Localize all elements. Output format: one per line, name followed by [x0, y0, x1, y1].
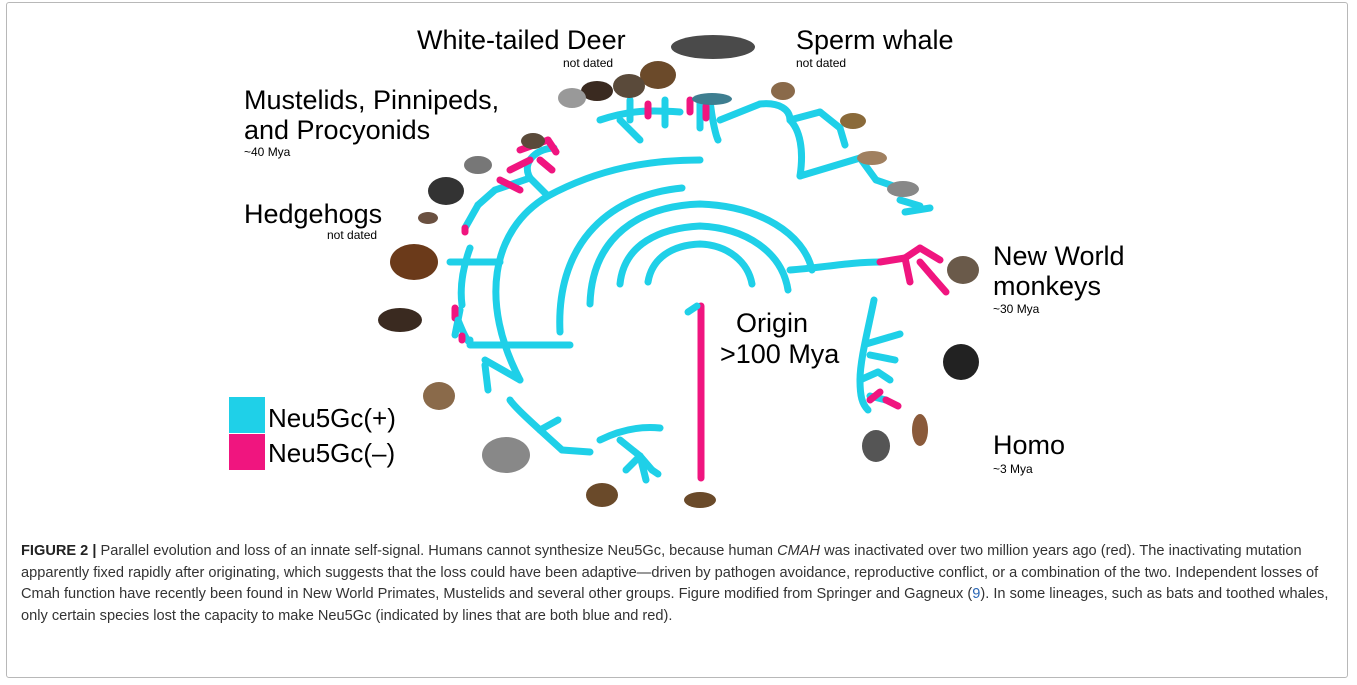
- neu5gc-negative-branch-57: [880, 258, 905, 262]
- platypus-icon: [684, 492, 716, 508]
- caption-gene: CMAH: [777, 543, 820, 559]
- mustelids-label-line2: and Procyonids: [244, 117, 430, 144]
- neu5gc-negative-branch-62: [905, 258, 910, 282]
- neu5gc-positive-branch-7: [530, 178, 548, 196]
- neu5gc-positive-branch-11: [465, 205, 478, 228]
- neu5gc-positive-branch-13: [461, 248, 470, 305]
- origin-label-line2: >100 Mya: [720, 341, 839, 368]
- neu5gc-positive-branch-70: [866, 334, 900, 344]
- legend-label-positive: Neu5Gc(+): [268, 405, 396, 431]
- gibbon-icon: [943, 344, 979, 380]
- deer-label: White-tailed Deer: [417, 27, 626, 54]
- neu5gc-positive-branch-50: [800, 158, 860, 176]
- sloth-icon: [423, 382, 455, 410]
- hedgehog-icon: [418, 212, 438, 224]
- homo-label: Homo: [993, 432, 1065, 459]
- legend-swatch-positive: [229, 397, 265, 433]
- neu5gc-positive-branch-71: [870, 355, 895, 360]
- mustelids-label-line1: Mustelids, Pinnipeds,: [244, 87, 499, 114]
- panda-icon: [428, 177, 464, 205]
- chipmunk-icon: [840, 113, 866, 129]
- deer-note: not dated: [563, 57, 613, 69]
- elephant-icon: [482, 437, 530, 473]
- mustelids-note: ~40 Mya: [244, 146, 290, 158]
- neu5gc-positive-branch-24: [562, 450, 590, 452]
- figure-caption: FIGURE 2 | Parallel evolution and loss o…: [21, 541, 1331, 627]
- marmoset-icon: [947, 256, 979, 284]
- neu5gc-positive-branch-47: [790, 112, 820, 120]
- neu5gc-positive-branch-28: [652, 470, 658, 474]
- deer-icon: [640, 61, 676, 89]
- hedgehogs-label: Hedgehogs: [244, 201, 382, 228]
- phylogenetic-tree: [0, 0, 1357, 530]
- mouse-icon: [887, 181, 919, 197]
- nwm-note: ~30 Mya: [993, 303, 1039, 315]
- legend-label-negative: Neu5Gc(–): [268, 440, 395, 466]
- neu5gc-positive-branch-23: [540, 420, 558, 430]
- seal-icon: [558, 88, 586, 108]
- nwm-label-line1: New World: [993, 243, 1125, 270]
- origin-label-line1: Origin: [736, 310, 808, 337]
- phylogeny-figure: White-tailed Deer not dated Sperm whale …: [0, 0, 1357, 530]
- neu5gc-positive-branch-21: [485, 365, 488, 390]
- neu5gc-positive-branch-46: [790, 120, 802, 176]
- caption-text-1: Parallel evolution and loss of an innate…: [96, 543, 777, 559]
- raccoon-icon: [464, 156, 492, 174]
- neu5gc-positive-branch-1: [688, 306, 697, 312]
- horse-icon: [390, 244, 438, 280]
- neu5gc-positive-branch-26: [620, 440, 640, 456]
- neu5gc-positive-branch-48: [820, 112, 840, 128]
- caption-label: FIGURE 2 |: [21, 543, 96, 559]
- whale-icon: [671, 35, 755, 59]
- neu5gc-positive-branch-25: [600, 428, 660, 441]
- neu5gc-positive-branch-2: [648, 244, 752, 284]
- neu5gc-negative-branch-61: [932, 276, 946, 292]
- ram-icon: [613, 74, 645, 98]
- dolphin-icon: [692, 93, 732, 105]
- neu5gc-positive-branch-49: [840, 128, 845, 145]
- neu5gc-positive-branch-45: [760, 104, 790, 120]
- neu5gc-positive-branch-4: [590, 204, 812, 304]
- neu5gc-positive-branch-65: [878, 372, 890, 380]
- nwm-label-line2: monkeys: [993, 273, 1101, 300]
- human-icon: [912, 414, 928, 446]
- gorilla-icon: [862, 430, 890, 462]
- neu5gc-negative-branch-68: [886, 400, 898, 406]
- neu5gc-negative-branch-59: [920, 248, 940, 260]
- hedgehogs-note: not dated: [327, 229, 377, 241]
- rabbit-icon: [771, 82, 795, 100]
- legend-swatch-negative: [229, 434, 265, 470]
- ferret-icon: [521, 133, 545, 149]
- neu5gc-positive-branch-55: [720, 104, 760, 120]
- neu5gc-positive-branch-54: [905, 208, 930, 212]
- kangaroo-icon: [586, 483, 618, 507]
- bat-icon: [378, 308, 422, 332]
- neu5gc-positive-branch-53: [900, 200, 920, 206]
- gerbil-icon: [857, 151, 887, 165]
- neu5gc-positive-branch-56: [790, 262, 880, 270]
- whale-note: not dated: [796, 57, 846, 69]
- homo-note: ~3 Mya: [993, 463, 1033, 475]
- whale-label: Sperm whale: [796, 27, 954, 54]
- neu5gc-negative-branch-33: [540, 160, 552, 170]
